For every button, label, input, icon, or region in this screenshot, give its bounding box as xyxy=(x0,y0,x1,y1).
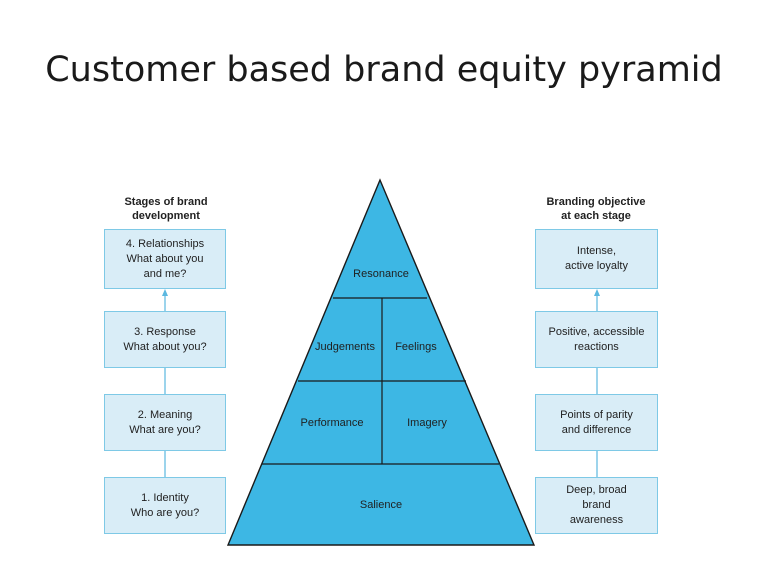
pyramid-label-imagery: Imagery xyxy=(407,417,447,429)
stage-box-line: What about you? xyxy=(123,340,207,353)
objective-box-loyalty: Intense, active loyalty xyxy=(535,229,658,289)
objective-box-line: and difference xyxy=(561,423,632,436)
stage-box-line: 2. Meaning xyxy=(137,408,193,421)
objective-box-line: Deep, broad xyxy=(566,484,627,496)
stage-box-line: What about you xyxy=(126,252,204,265)
objective-box-line: awareness xyxy=(569,514,624,526)
pyramid-label-feelings: Feelings xyxy=(395,341,437,353)
slide-title: Customer based brand equity pyramid xyxy=(45,50,723,90)
left-arrowhead xyxy=(162,289,168,296)
objective-box-line: brand xyxy=(582,499,611,511)
right-heading-line-2: at each stage xyxy=(561,210,631,222)
stage-box-response: 3. Response What about you? xyxy=(104,311,226,368)
pyramid-label-resonance: Resonance xyxy=(353,268,409,280)
pyramid-label-salience: Salience xyxy=(360,499,402,511)
right-column-heading: Branding objective at each stage xyxy=(534,195,658,223)
left-heading-line-2: development xyxy=(132,210,200,222)
stage-box-line: 1. Identity xyxy=(141,491,189,504)
pyramid-label-judgements: Judgements xyxy=(315,341,375,353)
stage-box-line: 4. Relationships xyxy=(125,237,205,250)
objective-box-reactions: Positive, accessible reactions xyxy=(535,311,658,368)
objective-box-awareness: Deep, broad brand awareness xyxy=(535,477,658,534)
objective-box-line: active loyalty xyxy=(565,260,628,272)
stage-box-line: Who are you? xyxy=(130,506,200,519)
objective-box-line: reactions xyxy=(574,340,619,353)
stage-box-line: and me? xyxy=(143,267,187,280)
left-heading-line-1: Stages of brand xyxy=(124,196,208,208)
stage-box-line: What are you? xyxy=(129,423,201,436)
stage-box-line: 3. Response xyxy=(134,325,196,338)
pyramid-shape xyxy=(226,178,536,546)
right-heading-line-1: Branding objective xyxy=(546,196,646,208)
objective-box-line: Points of parity xyxy=(560,408,633,421)
pyramid-label-performance: Performance xyxy=(301,417,364,429)
objective-box-line: Intense, xyxy=(576,245,617,257)
left-column-heading: Stages of brand development xyxy=(104,195,228,223)
stage-box-meaning: 2. Meaning What are you? xyxy=(104,394,226,451)
stage-box-relationships: 4. Relationships What about you and me? xyxy=(104,229,226,289)
right-arrowhead xyxy=(594,289,600,296)
objective-box-parity: Points of parity and difference xyxy=(535,394,658,451)
objective-box-line: Positive, accessible xyxy=(548,325,645,338)
stage-box-identity: 1. Identity Who are you? xyxy=(104,477,226,534)
